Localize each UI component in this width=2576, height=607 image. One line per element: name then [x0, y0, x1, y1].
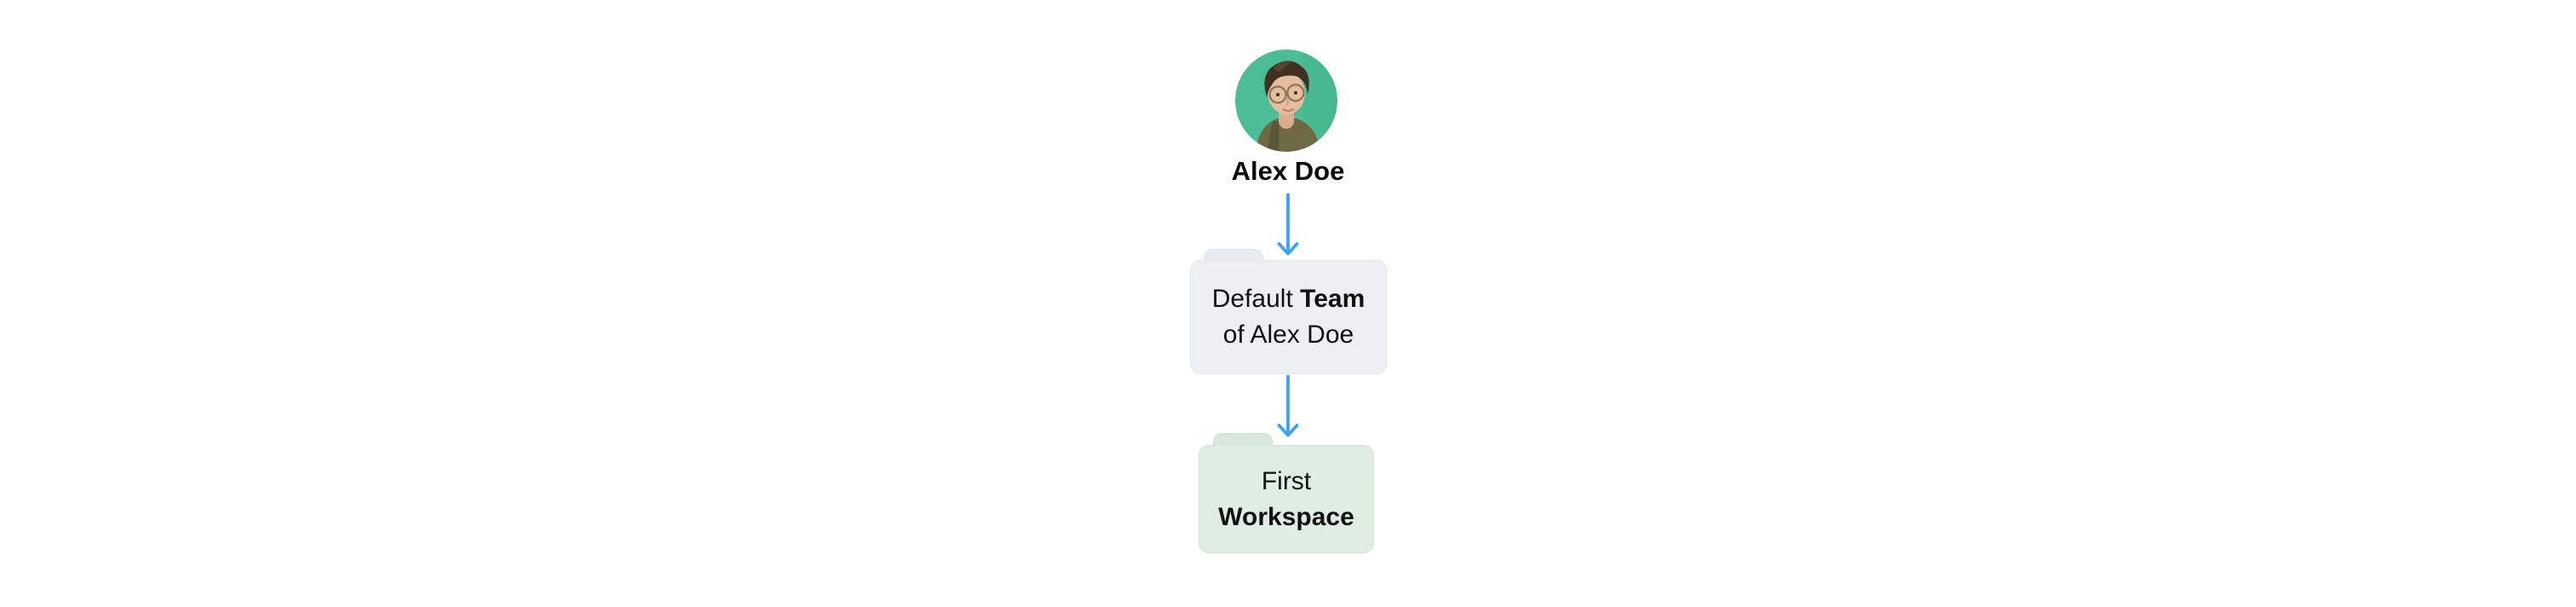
workspace-node-label: First Workspace [1199, 445, 1374, 553]
user-avatar [1235, 49, 1337, 152]
team-node-line2: of Alex Doe [1222, 321, 1354, 349]
arrow-down-team-to-workspace-icon [1277, 375, 1299, 437]
workspace-node: First Workspace [1199, 433, 1374, 553]
team-node: Default Team of Alex Doe [1190, 249, 1387, 374]
user-name: Alex Doe [1231, 156, 1345, 186]
workspace-node-line2-bold: Workspace [1218, 502, 1354, 531]
arrow-down-user-to-team-icon [1277, 194, 1299, 256]
team-node-line1: Default Team [1212, 281, 1366, 317]
team-node-label: Default Team of Alex Doe [1190, 260, 1387, 374]
workspace-node-line1: First [1261, 466, 1312, 495]
team-node-line1-bold: Team [1300, 285, 1366, 313]
team-node-line1-regular: Default [1211, 285, 1301, 313]
user-avatar-illustration [1235, 49, 1337, 152]
